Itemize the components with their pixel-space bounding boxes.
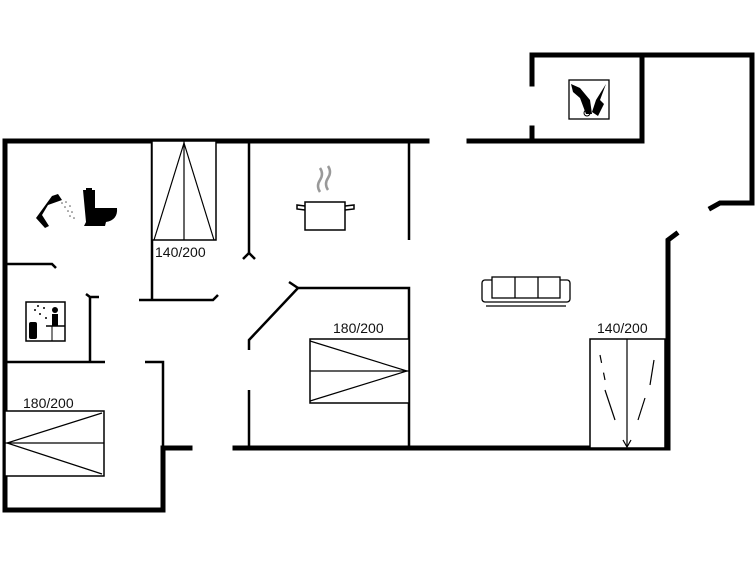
utility-room-icon [568,79,610,120]
bed-middle [309,338,410,404]
outer-walls [2,52,755,513]
cooking-pot-icon [296,165,355,231]
bed-size-label-left: 180/200 [23,395,74,411]
toilet-icon [83,188,118,226]
bed-right [589,338,666,449]
shower-icon [36,194,75,228]
sofa-icon [481,276,571,307]
bed-size-label-top: 140/200 [155,244,206,260]
bed-size-label-middle: 180/200 [333,320,384,336]
bed-top [151,140,217,241]
bed-size-label-right: 140/200 [597,320,648,336]
sauna-icon [25,301,66,342]
bed-left [4,410,105,477]
